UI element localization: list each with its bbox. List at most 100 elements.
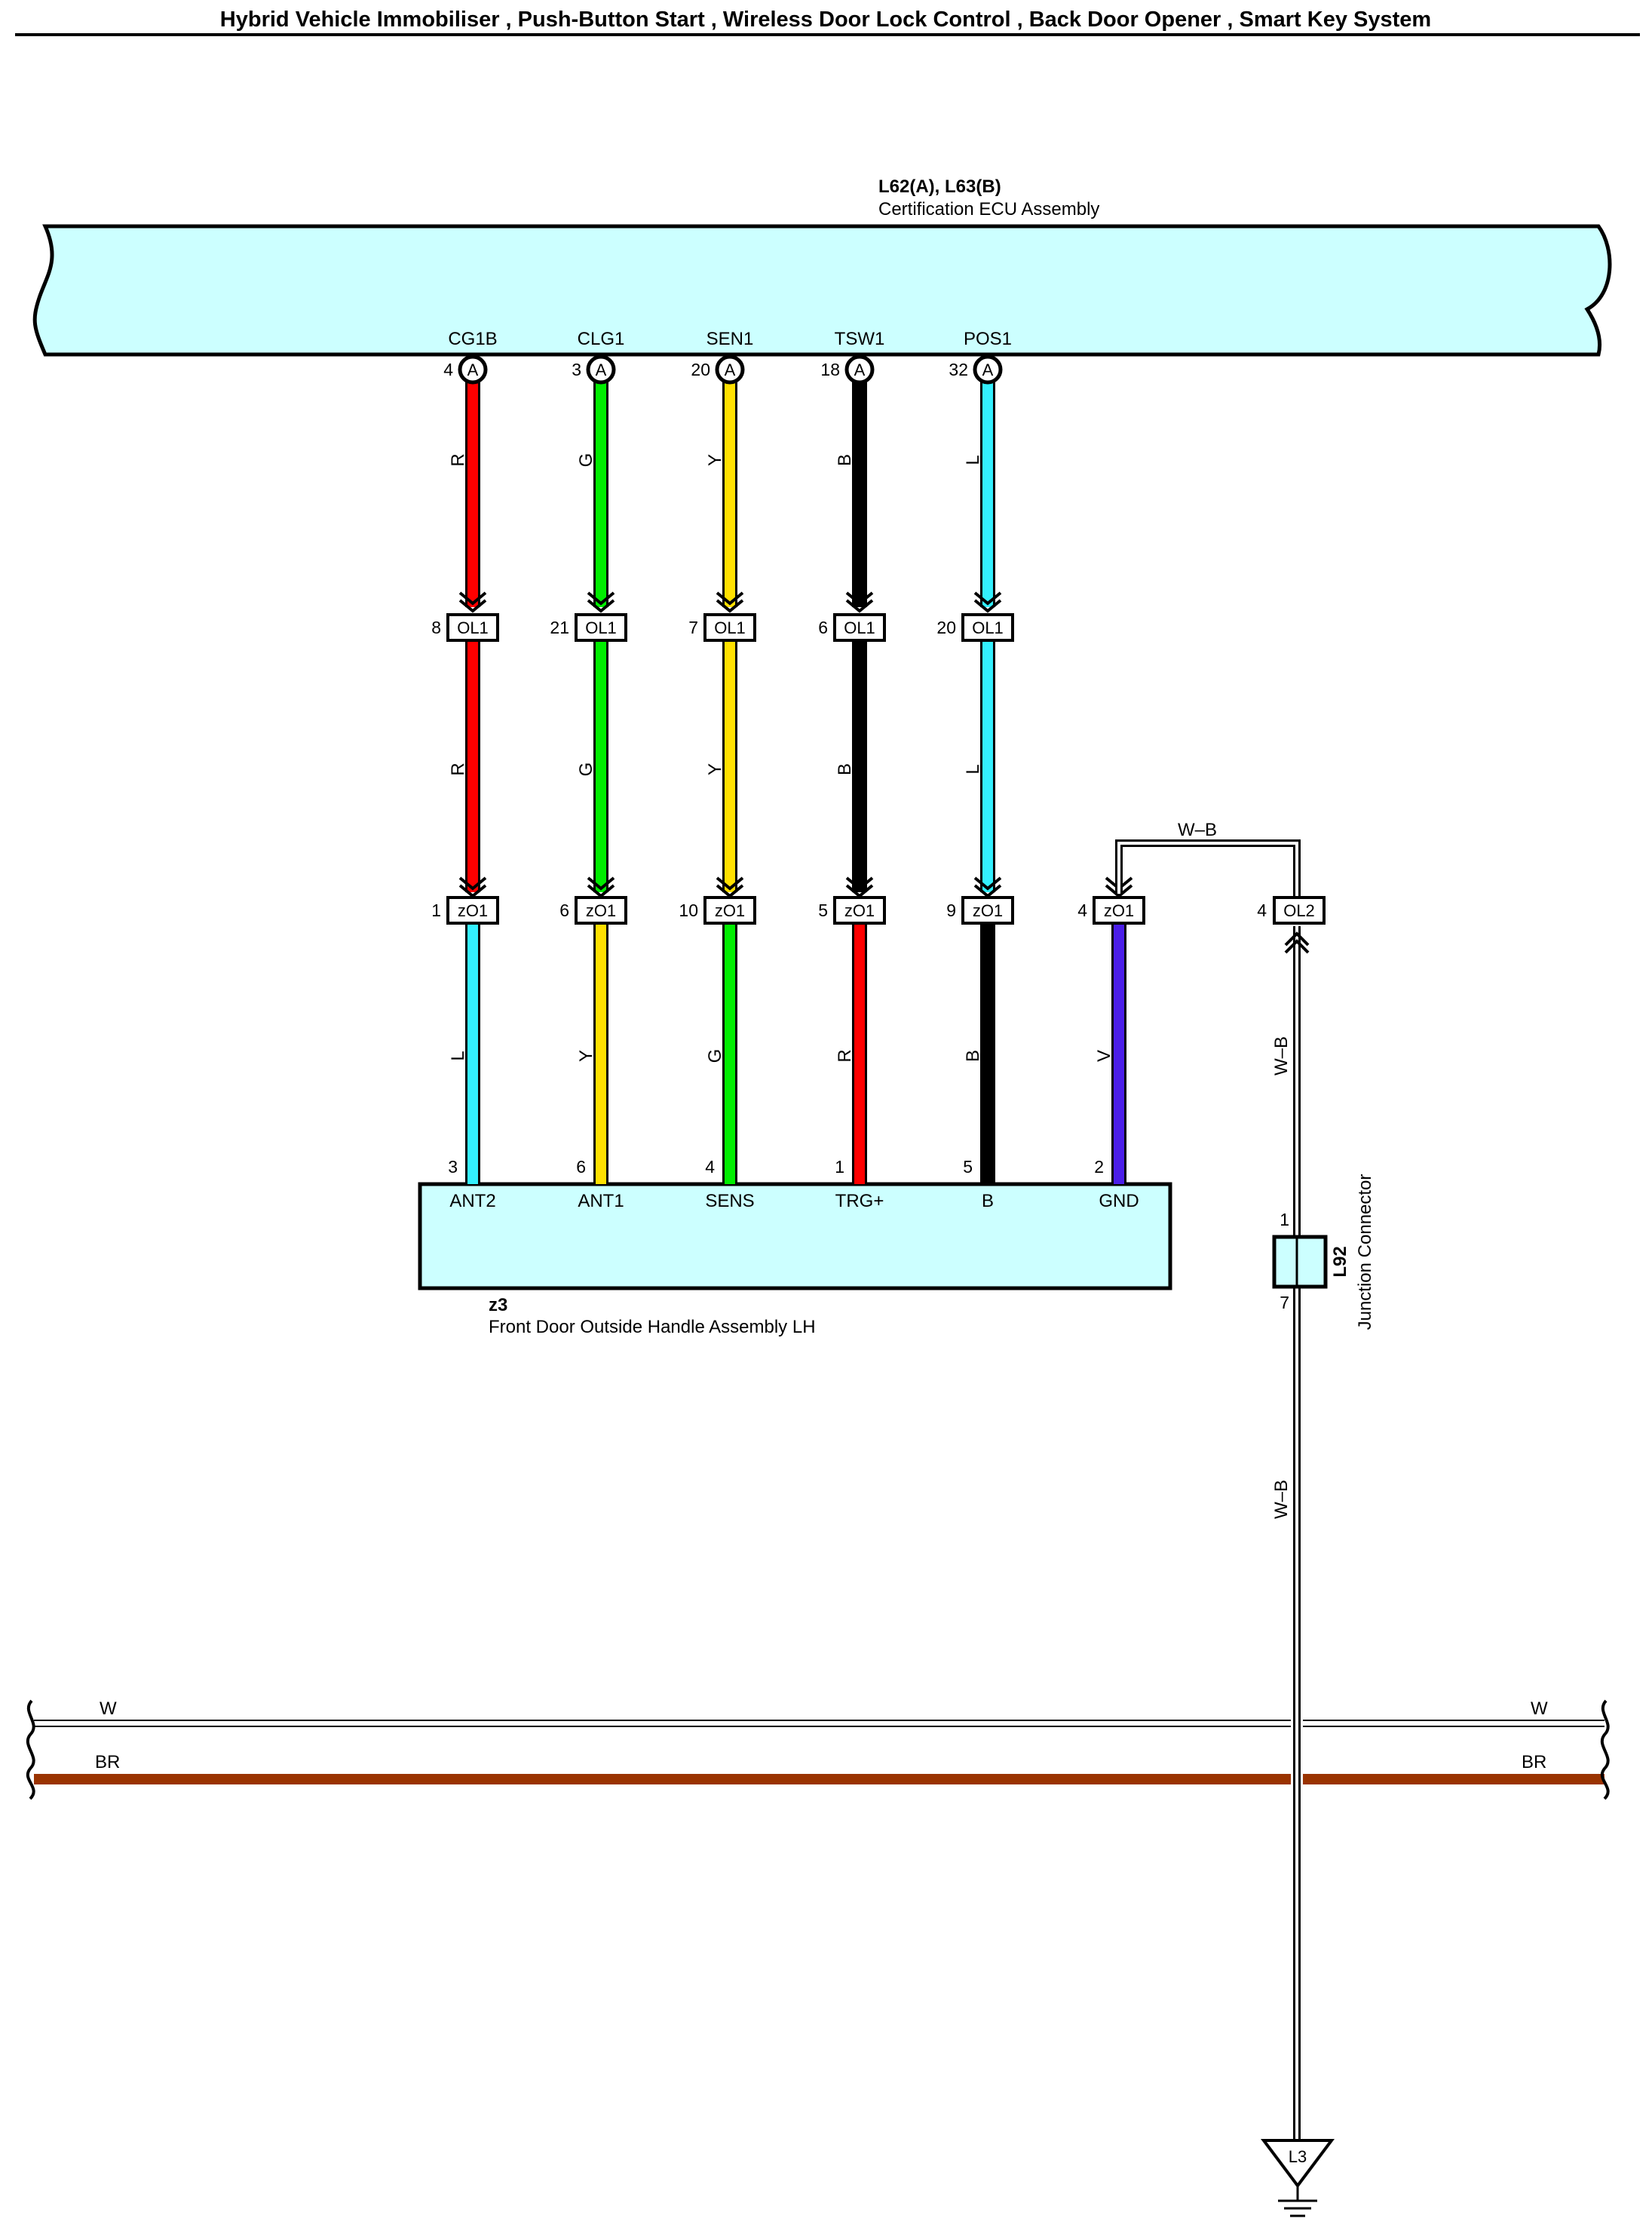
circuit-clg1-ecu-conn-circle	[586, 354, 616, 385]
circuit-pos1-upper-color-label: L	[963, 455, 983, 465]
bus-break-left-icon	[26, 1699, 35, 1800]
l92-junction-box	[1272, 1235, 1328, 1289]
ecu-body	[32, 224, 1612, 357]
circuit-cg1b-ecu-terminal: CG1B	[448, 329, 497, 349]
circuit-clg1-ol1-arrow-icon	[587, 591, 615, 613]
circuit-cg1b-zo1-connector	[446, 896, 499, 925]
ol2-connector-label: OL2	[1283, 901, 1315, 920]
wb-bridge-inner	[1117, 842, 1298, 905]
circuit-cg1b-lower-color-label: L	[448, 1051, 468, 1060]
circuit-pos1-zo1-connector-pin: 9	[946, 901, 956, 920]
circuit-gnd-lower-color-label: V	[1094, 1050, 1114, 1062]
wb-label-lower: W–B	[1271, 1480, 1292, 1519]
wb-bridge-outer	[1115, 839, 1301, 905]
bus-break-right-icon	[1600, 1699, 1610, 1800]
circuit-cg1b-upper-color-label: R	[448, 453, 468, 466]
circuit-tsw1-ol1-connector-pin: 6	[818, 618, 828, 637]
handle-name: Front Door Outside Handle Assembly LH	[489, 1317, 816, 1337]
circuit-cg1b-handle-pin: 3	[448, 1157, 458, 1177]
circuit-tsw1-handle-pin: 1	[835, 1157, 844, 1177]
circuit-gnd-zo1-connector	[1093, 896, 1145, 925]
l92-ref: L92	[1330, 1246, 1350, 1277]
circuit-gnd-handle-pin: 2	[1094, 1157, 1104, 1177]
wb-bridge-label: W–B	[1178, 820, 1217, 840]
circuit-cg1b-ol1-connector-label: OL1	[457, 618, 489, 637]
circuit-gnd-handle-terminal: GND	[1099, 1191, 1139, 1211]
handle-body	[418, 1182, 1172, 1290]
circuit-tsw1-ecu-terminal: TSW1	[835, 329, 885, 349]
circuit-tsw1-zo1-connector	[833, 896, 886, 925]
circuit-clg1-middle-color-label: G	[576, 763, 596, 777]
circuit-cg1b-ol1-arrow-icon	[458, 591, 487, 613]
circuit-tsw1-lower-color-label: R	[835, 1049, 855, 1062]
ground-triangle	[1261, 2139, 1335, 2189]
circuit-clg1-ol1-connector-pin: 21	[550, 618, 569, 637]
circuit-pos1-ol1-connector-label: OL1	[972, 618, 1004, 637]
ecu-ref: L62(A), L63(B)	[878, 176, 1001, 197]
circuit-tsw1-ol1-connector-label: OL1	[844, 618, 875, 637]
circuit-gnd-zo1-connector-pin: 4	[1077, 901, 1087, 920]
circuit-gnd-zo1-connector-label: zO1	[1104, 901, 1134, 920]
circuit-cg1b-zo1-connector-pin: 1	[431, 901, 441, 920]
bus-w-label-right: W	[1531, 1698, 1548, 1719]
circuit-cg1b-ol1-connector	[446, 613, 499, 642]
circuit-cg1b-zo1-connector-label: zO1	[458, 901, 488, 920]
ol2-pin: 4	[1257, 901, 1267, 920]
circuit-cg1b-ecu-pin: 4	[443, 360, 453, 379]
circuit-cg1b-ecu-conn: A	[467, 361, 479, 379]
circuit-sen1-handle-pin: 4	[705, 1157, 715, 1177]
wb-label-upper: W–B	[1271, 1036, 1292, 1076]
circuit-sen1-ecu-conn: A	[725, 361, 736, 379]
circuit-cg1b-middle-color-label: R	[448, 763, 468, 775]
circuit-clg1-zo1-connector-label: zO1	[586, 901, 616, 920]
circuit-pos1-ecu-conn-circle	[973, 354, 1003, 385]
circuit-sen1-ol1-connector-label: OL1	[714, 618, 746, 637]
circuit-sen1-ecu-terminal: SEN1	[706, 329, 754, 349]
circuit-clg1-zo1-connector-pin: 6	[559, 901, 569, 920]
circuit-cg1b-ol1-connector-pin: 8	[431, 618, 441, 637]
circuit-tsw1-middle-color-label: B	[835, 763, 855, 775]
circuit-tsw1-zo1-connector-pin: 5	[818, 901, 828, 920]
circuit-cg1b-handle-terminal: ANT2	[449, 1191, 495, 1211]
ol2-connector	[1273, 896, 1326, 925]
bus-br-label-left: BR	[95, 1752, 120, 1772]
bus-w-label-left: W	[100, 1698, 117, 1719]
circuit-tsw1-ecu-conn-circle	[844, 354, 875, 385]
circuit-sen1-zo1-connector-label: zO1	[715, 901, 745, 920]
circuit-tsw1-handle-terminal: TRG+	[835, 1191, 884, 1211]
circuit-clg1-ecu-pin: 3	[572, 360, 581, 379]
circuit-tsw1-upper-color-label: B	[835, 454, 855, 466]
circuit-sen1-lower-color-label: G	[705, 1049, 725, 1063]
handle-component: z3 Front Door Outside Handle Assembly LH	[418, 1182, 1172, 1337]
ecu-name: Certification ECU Assembly	[878, 199, 1099, 219]
ground-label: L3	[1289, 2147, 1307, 2166]
circuit-pos1-ol1-arrow-icon	[973, 591, 1002, 613]
circuit-pos1-zo1-connector-label: zO1	[973, 901, 1003, 920]
circuit-pos1-handle-terminal: B	[982, 1191, 994, 1211]
circuit-clg1-handle-terminal: ANT1	[578, 1191, 624, 1211]
circuit-clg1-handle-pin: 6	[576, 1157, 586, 1177]
circuit-tsw1-ecu-conn: A	[854, 361, 866, 379]
circuit-sen1-zo1-connector	[703, 896, 756, 925]
circuit-clg1-ecu-terminal: CLG1	[578, 329, 625, 349]
circuit-pos1-handle-pin: 5	[963, 1157, 973, 1177]
circuit-tsw1-ol1-connector	[833, 613, 886, 642]
circuit-sen1-zo1-connector-pin: 10	[679, 901, 698, 920]
circuit-pos1-ol1-connector	[961, 613, 1014, 642]
circuit-clg1-zo1-connector	[575, 896, 627, 925]
circuit-tsw1-zo1-connector-label: zO1	[844, 901, 875, 920]
ground-icon	[1278, 2186, 1317, 2217]
circuit-sen1-upper-color-label: Y	[705, 454, 725, 466]
circuit-clg1-upper-color-label: G	[576, 453, 596, 468]
circuit-pos1-ecu-conn: A	[982, 361, 994, 379]
bus-br-label-right: BR	[1522, 1752, 1546, 1772]
circuit-sen1-middle-color-label: Y	[705, 763, 725, 775]
circuit-sen1-ecu-conn-circle	[715, 354, 745, 385]
handle-ref: z3	[489, 1295, 507, 1315]
l92-pin-bottom: 7	[1280, 1293, 1289, 1312]
